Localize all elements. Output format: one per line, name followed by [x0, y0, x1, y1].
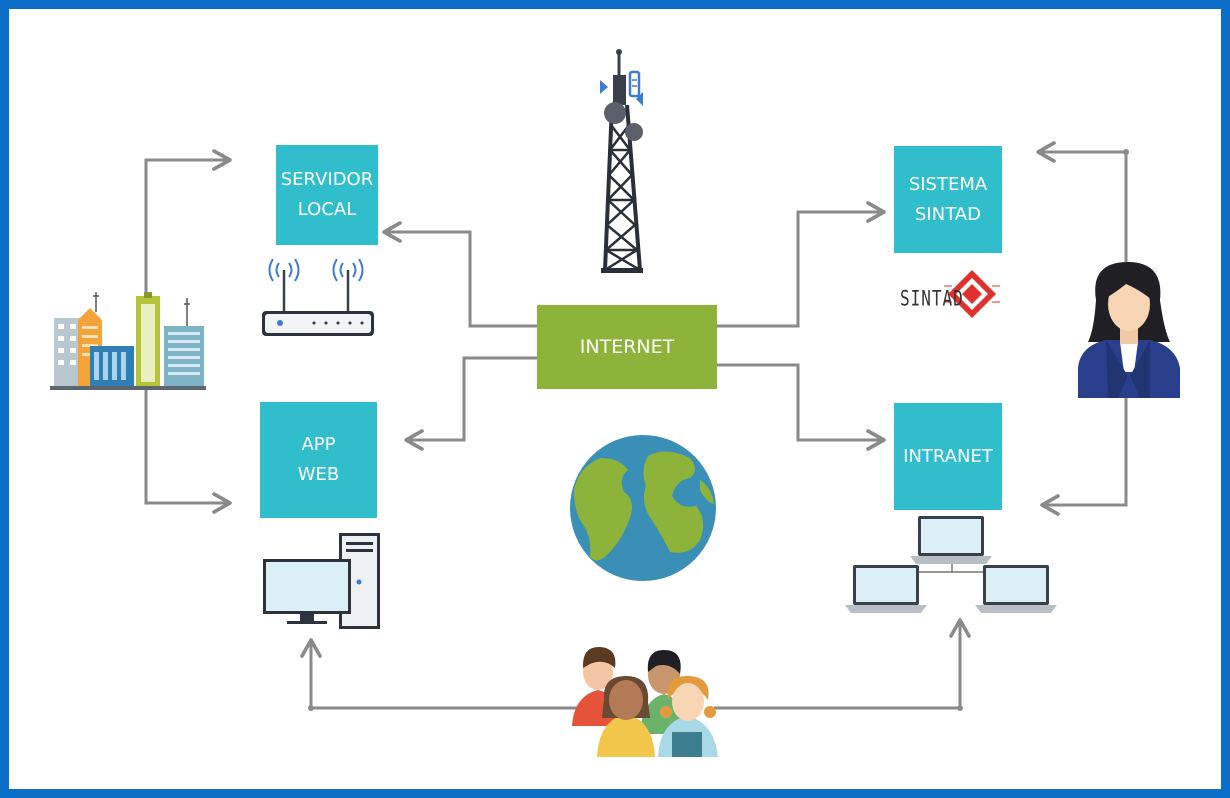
node-internet: INTERNET [537, 305, 717, 389]
connector-internet-to-servidor [382, 221, 540, 328]
connector-woman-to-intranet [1040, 398, 1128, 516]
node-servidor-local-line1: SERVIDOR [280, 169, 374, 190]
sintad-logo-text: SINTAD [900, 285, 964, 311]
connector-people-to-intranet [714, 618, 971, 710]
node-intranet: INTRANET [894, 403, 1002, 510]
businesswoman-icon [1078, 262, 1180, 398]
cell-tower-icon [600, 49, 643, 273]
node-sistema-sintad-line1: SISTEMA [908, 173, 988, 195]
node-sistema-sintad-line2: SINTAD [915, 203, 981, 225]
node-servidor-local: SERVIDOR LOCAL [276, 145, 378, 245]
buildings-icon [50, 292, 206, 390]
node-app-web-line2: WEB [297, 464, 340, 485]
sintad-logo-icon [944, 270, 1000, 318]
node-intranet-label: INTRANET [903, 445, 993, 467]
node-sistema-sintad: SISTEMA SINTAD [894, 146, 1002, 253]
connector-people-to-appweb [300, 638, 578, 710]
network-laptops-icon [845, 516, 1057, 613]
connector-internet-to-intranet [716, 363, 886, 451]
desktop-computer-icon [263, 533, 380, 629]
node-app-web-line1: APP [301, 434, 336, 455]
node-servidor-local-line2: LOCAL [297, 199, 357, 220]
connector-buildings-to-appweb [144, 385, 232, 514]
connector-internet-to-sintad [716, 201, 886, 328]
node-internet-label: INTERNET [579, 336, 675, 358]
connector-internet-to-appweb [404, 356, 540, 451]
node-app-web: APP WEB [260, 402, 377, 518]
people-group-icon [572, 646, 718, 757]
connector-woman-to-sintad [1036, 141, 1128, 262]
globe-icon [570, 435, 716, 581]
connector-buildings-to-servidor [144, 149, 232, 300]
router-icon [262, 258, 374, 336]
